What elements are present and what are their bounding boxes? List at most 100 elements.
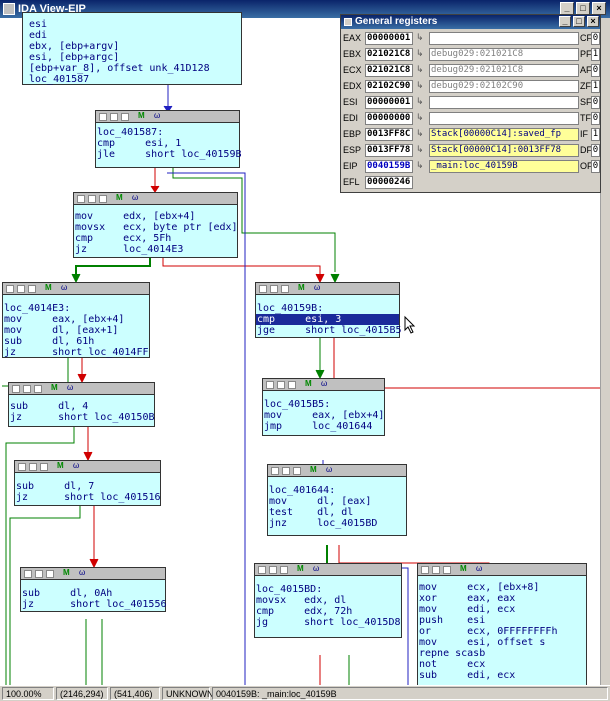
code-line[interactable]: loc_4014E3:: [4, 303, 71, 314]
code-line[interactable]: mov dl, [eax+1]: [4, 325, 119, 336]
code-line[interactable]: jge short loc_4015B5: [257, 325, 402, 336]
code-line[interactable]: ebx, [ebp+argv]: [29, 41, 120, 52]
code-line-current[interactable]: cmp esi, 3: [256, 314, 399, 325]
code-line[interactable]: test dl, dl: [269, 507, 354, 518]
code-line[interactable]: mov eax, [ebx+4]: [4, 314, 125, 325]
code-line[interactable]: jz short loc_4014FF: [4, 347, 149, 358]
register-value[interactable]: 00000001: [365, 96, 413, 109]
code-line[interactable]: [ebp+var_8], offset unk_41D128: [29, 63, 210, 74]
flag-value[interactable]: 0: [591, 32, 600, 45]
code-line[interactable]: movsx edx, dl: [256, 595, 347, 606]
jump-arrow-icon[interactable]: ↳: [416, 81, 424, 91]
register-hint[interactable]: debug029:02102C90: [429, 80, 579, 93]
register-hint[interactable]: Stack[00000C14]:0013FF78: [429, 144, 579, 157]
code-line[interactable]: jnz loc_4015BD: [269, 518, 378, 529]
flag-value[interactable]: 1: [591, 128, 600, 141]
code-line[interactable]: loc_401644:: [269, 485, 336, 496]
jump-arrow-icon[interactable]: ↳: [416, 161, 424, 171]
code-line[interactable]: mov dl, [eax]: [269, 496, 372, 507]
jump-arrow-icon[interactable]: ↳: [416, 145, 424, 155]
registers-title-bar[interactable]: General registers _□×: [341, 15, 600, 29]
jump-arrow-icon[interactable]: ↳: [416, 97, 424, 107]
code-line[interactable]: repne scasb: [419, 648, 486, 659]
code-line[interactable]: mov edx, [ebx+4]: [75, 211, 196, 222]
register-value[interactable]: 00000246: [365, 176, 413, 189]
register-value[interactable]: 021021C8: [365, 64, 413, 77]
jump-arrow-icon[interactable]: ↳: [416, 113, 424, 123]
code-line[interactable]: mov ecx, [ebx+8]: [419, 582, 540, 593]
register-value[interactable]: 0040159B: [365, 160, 413, 173]
code-line[interactable]: sub edi, ecx: [419, 670, 516, 681]
code-line[interactable]: sub dl, 4: [10, 401, 89, 412]
code-line[interactable]: jmp loc_401644: [264, 421, 373, 432]
code-line[interactable]: edi: [29, 30, 48, 41]
register-hint[interactable]: _main:loc_40159B: [429, 160, 579, 173]
register-value[interactable]: 021021C8: [365, 48, 413, 61]
flag-value[interactable]: 1: [591, 80, 600, 93]
code-line[interactable]: loc_4015B5:: [264, 399, 331, 410]
code-line[interactable]: loc_4015BD:: [256, 584, 323, 595]
code-line[interactable]: mov eax, [ebx+4]: [264, 410, 385, 421]
code-line[interactable]: sub dl, 61h: [4, 336, 95, 347]
jump-arrow-icon[interactable]: ↳: [416, 33, 424, 43]
jump-arrow-icon[interactable]: ↳: [416, 49, 424, 59]
code-line[interactable]: push esi: [419, 615, 486, 626]
vertical-scrollbar[interactable]: [600, 18, 610, 685]
graph-view[interactable]: esi edi ebx, [ebp+argv] esi, [ebp+argc] …: [0, 12, 600, 687]
maximize-icon[interactable]: □: [573, 16, 585, 27]
register-hint[interactable]: [429, 96, 579, 109]
register-hint[interactable]: debug029:021021C8: [429, 48, 579, 61]
minimize-icon[interactable]: _: [559, 16, 571, 27]
register-value[interactable]: 02102C90: [365, 80, 413, 93]
code-line[interactable]: esi: [29, 19, 48, 30]
close-icon[interactable]: ×: [587, 16, 599, 27]
register-value[interactable]: 00000001: [365, 32, 413, 45]
jump-arrow-icon[interactable]: ↳: [416, 65, 424, 75]
code-line[interactable]: or ecx, 0FFFFFFFFh: [419, 626, 558, 637]
code-line[interactable]: loc_401587: [29, 74, 90, 85]
register-value[interactable]: 0013FF78: [365, 144, 413, 157]
code-block-entry[interactable]: esi edi ebx, [ebp+argv] esi, [ebp+argc] …: [22, 12, 242, 85]
register-hint[interactable]: [429, 112, 579, 125]
code-line[interactable]: jle short loc_40159B: [97, 149, 242, 160]
code-line[interactable]: esi, [ebp+argc]: [29, 52, 120, 63]
code-line[interactable]: jz loc_4014E3: [75, 244, 184, 255]
register-value[interactable]: 0013FF8C: [365, 128, 413, 141]
code-line[interactable]: sub dl, 7: [16, 481, 95, 492]
code-line[interactable]: cmp esi, 1: [97, 138, 182, 149]
flag-value[interactable]: 0: [591, 112, 600, 125]
register-value[interactable]: 00000000: [365, 112, 413, 125]
code-line[interactable]: cmp ecx, 5Fh: [75, 233, 172, 244]
code-line[interactable]: jz short loc_401556: [22, 599, 167, 610]
register-hint[interactable]: [429, 32, 579, 45]
code-line[interactable]: loc_401587:: [97, 127, 164, 138]
code-line[interactable]: mov esi, offset s: [419, 637, 546, 648]
code-line[interactable]: jz short loc_401516: [16, 492, 161, 503]
code-line[interactable]: movsx ecx, byte ptr [edx]: [75, 222, 238, 233]
jump-arrow-icon[interactable]: ↳: [416, 129, 424, 139]
